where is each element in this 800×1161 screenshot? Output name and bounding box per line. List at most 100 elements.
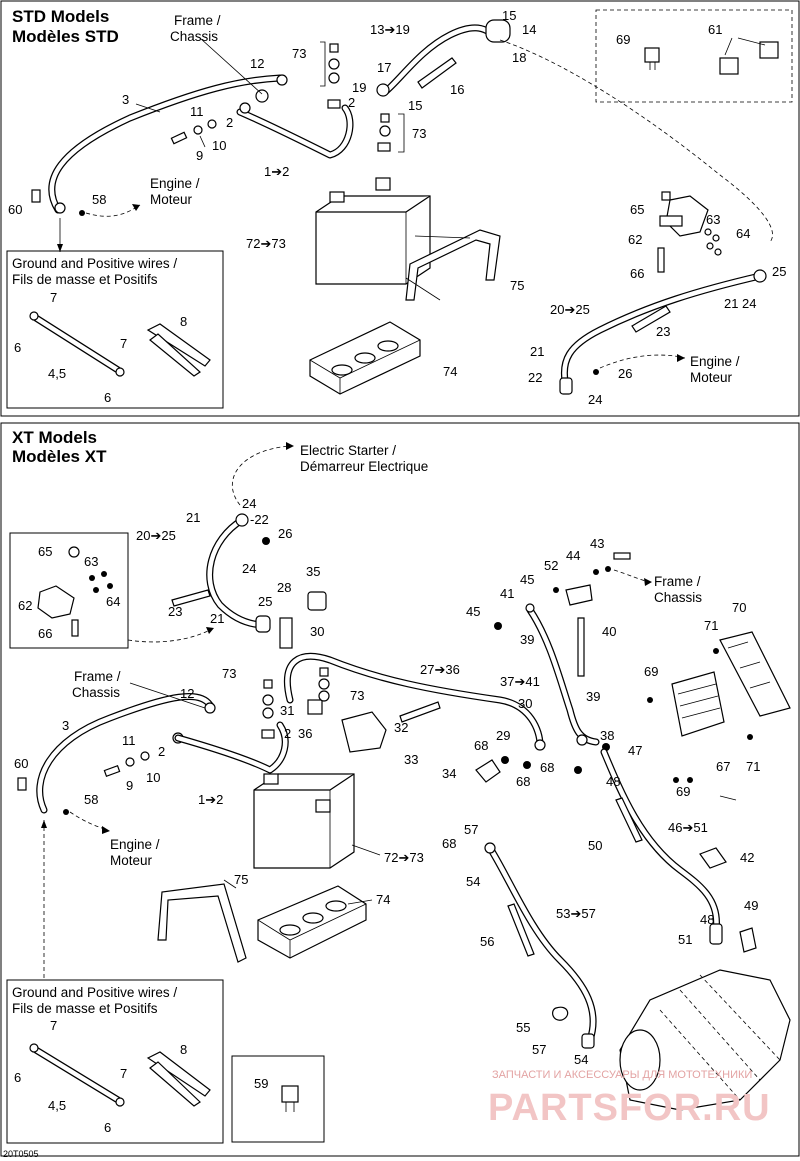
callout: 68	[474, 738, 488, 753]
watermark-tagline: ЗАПЧАСТИ И АКСЕССУАРЫ ДЛЯ МОТОТЕХНИКИ	[492, 1069, 752, 1081]
callout: 59	[254, 1076, 268, 1091]
callout: 68	[540, 760, 554, 775]
callout: 39	[520, 632, 534, 647]
callout: 10	[212, 138, 226, 153]
callout: 14	[522, 22, 536, 37]
callout: 68	[442, 836, 456, 851]
callout: 20➔25	[136, 528, 176, 543]
callout: 11	[190, 104, 204, 119]
callout: 53➔57	[556, 906, 596, 921]
callout: 71	[704, 618, 718, 633]
callout: 24	[242, 561, 256, 576]
xt-title-fr: Modèles XT	[12, 447, 107, 466]
callout: 4,5	[48, 1098, 66, 1113]
callout: 7	[50, 1018, 57, 1033]
callout: 15	[408, 98, 422, 113]
callout: 29	[496, 728, 510, 743]
callout: 26	[278, 526, 292, 541]
callout: 24	[242, 496, 256, 511]
callout: 56	[480, 934, 494, 949]
callout: 73	[292, 46, 306, 61]
callout: 23	[168, 604, 182, 619]
callout: 68	[516, 774, 530, 789]
xt-texts: XT Models Modèles XT Electric Starter / …	[12, 428, 760, 1135]
callout: 75	[234, 872, 248, 887]
callout: 51	[678, 932, 692, 947]
std-frame-label-fr: Chassis	[170, 29, 218, 44]
callout: 40	[602, 624, 616, 639]
callout: 58	[84, 792, 98, 807]
callout: 57	[464, 822, 478, 837]
callout: 8	[180, 1042, 187, 1057]
callout: 39	[586, 689, 600, 704]
callout: 58	[92, 192, 106, 207]
std-leader-lines	[57, 37, 471, 301]
callout: 21	[210, 611, 224, 626]
callout: 7	[120, 336, 127, 351]
std-drawing	[29, 19, 779, 395]
callout: 60	[8, 202, 22, 217]
callout: 54	[466, 874, 480, 889]
callout: 6	[104, 1120, 111, 1135]
watermark-logo: PARTSFOR.RU	[488, 1087, 771, 1129]
callout: 64	[736, 226, 750, 241]
callout: 12	[250, 56, 264, 71]
drawing-code: 20T0505	[3, 1149, 39, 1159]
callout: 10	[146, 770, 160, 785]
callout: 9	[126, 778, 133, 793]
callout: 21	[186, 510, 200, 525]
callout: 2	[284, 726, 291, 741]
callout: 44	[566, 548, 580, 563]
callout: 4,5	[48, 366, 66, 381]
xt-drawing	[17, 442, 791, 1112]
callout: 33	[404, 752, 418, 767]
callout: -22	[250, 512, 269, 527]
callout: 43	[590, 536, 604, 551]
callout: 22	[528, 370, 542, 385]
callout: 73	[412, 126, 426, 141]
callout: 74	[376, 892, 390, 907]
xt-starter-label-fr: Démarreur Electrique	[300, 459, 428, 474]
callout: 12	[180, 686, 194, 701]
std-section-frame	[0, 0, 800, 417]
callout: 67	[716, 759, 730, 774]
callout: 45	[520, 572, 534, 587]
std-title-fr: Modèles STD	[12, 27, 119, 46]
std-frame-label: Frame /	[174, 13, 221, 28]
callout: 34	[442, 766, 456, 781]
callout: 13➔19	[370, 22, 410, 37]
std-engine-label: Engine /	[150, 176, 200, 191]
callout: 54	[574, 1052, 588, 1067]
callout: 47	[628, 743, 642, 758]
callout: 72➔73	[246, 236, 286, 251]
callout: 52	[544, 558, 558, 573]
xt-engine-label-fr: Moteur	[110, 853, 153, 868]
callout: 45	[466, 604, 480, 619]
callout: 25	[772, 264, 786, 279]
std-ground-wires-title-fr: Fils de masse et Positifs	[12, 272, 158, 287]
callout: 50	[588, 838, 602, 853]
callout: 70	[732, 600, 746, 615]
std-engine-label-fr: Moteur	[150, 192, 193, 207]
callout: 21	[530, 344, 544, 359]
std-texts: STD Models Modèles STD Frame / Chassis E…	[8, 7, 786, 407]
callout: 73	[350, 688, 364, 703]
callout: 28	[277, 580, 291, 595]
callout: 38	[600, 728, 614, 743]
callout: 26	[618, 366, 632, 381]
callout: 23	[656, 324, 670, 339]
callout: 11	[122, 733, 136, 748]
callout: 16	[450, 82, 464, 97]
xt-frame2-label-fr: Chassis	[72, 685, 120, 700]
callout: 1➔2	[198, 792, 223, 807]
xt-frame-label-fr: Chassis	[654, 590, 702, 605]
callout: 1➔2	[264, 164, 289, 179]
callout: 32	[394, 720, 408, 735]
callout: 25	[258, 594, 272, 609]
callout: 41	[500, 586, 514, 601]
std-ground-wires-title: Ground and Positive wires /	[12, 256, 177, 271]
callout: 36	[298, 726, 312, 741]
callout: 8	[180, 314, 187, 329]
